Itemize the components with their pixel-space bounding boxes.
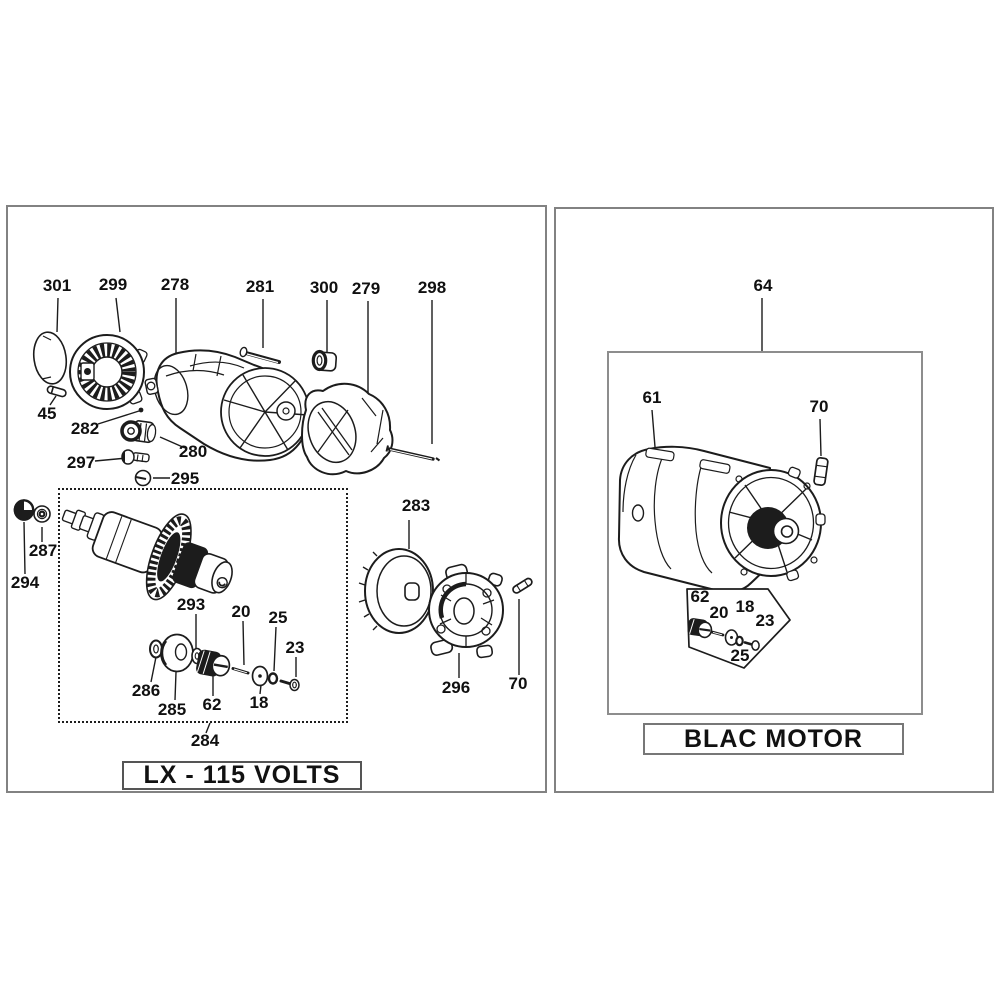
- part-295-disc: [134, 469, 152, 487]
- part-279-field: [301, 382, 394, 476]
- part-20-pin-right: [710, 630, 725, 637]
- part-278-motor-housing: [144, 349, 310, 462]
- motor-assembly-64-box: [607, 351, 923, 715]
- part-285-washer: [160, 633, 194, 673]
- part-301-dust-cover: [32, 331, 68, 385]
- part-287-bearing: [33, 505, 51, 523]
- part-300-bushing: [311, 349, 338, 372]
- left-leader-lines: [23, 297, 520, 734]
- part-62-bearing-right: [687, 618, 713, 639]
- part-70-pin-left: [512, 577, 533, 594]
- part-282-pin: [138, 407, 144, 413]
- part-70-pin-right: [813, 456, 829, 487]
- left-panel-border: [6, 205, 547, 793]
- part-299-end-cap: [69, 334, 148, 410]
- part-283-baffle: [358, 548, 434, 634]
- armature-assembly-284-box: [58, 488, 348, 723]
- detail-inset-outline: [686, 588, 791, 669]
- part-23-screw-left: [279, 678, 300, 692]
- part-20-pin-left: [231, 667, 250, 675]
- part-280-brush-holder: [120, 420, 157, 444]
- left-title-label: LX - 115 VOLTS: [143, 761, 341, 789]
- part-298-screw: [385, 445, 441, 462]
- part-62-bearing-left: [196, 649, 231, 677]
- part-23-screw-right: [743, 640, 760, 651]
- part-61-motor: [617, 445, 826, 594]
- part-294-bearing-cap: [13, 499, 35, 521]
- right-title-box: BLAC MOTOR: [643, 723, 904, 755]
- part-45-screw: [46, 385, 67, 398]
- part-18-washer-left: [251, 665, 269, 687]
- part-281-screw: [239, 346, 281, 364]
- part-25-nut-left: [267, 672, 279, 685]
- part-296-end-housing: [428, 563, 504, 659]
- part-297-screw: [121, 449, 150, 465]
- left-title-box: LX - 115 VOLTS: [122, 761, 362, 790]
- part-25-nut-right: [735, 635, 744, 647]
- right-panel-border: [554, 207, 994, 793]
- part-armature: [61, 509, 233, 601]
- right-title-label: BLAC MOTOR: [684, 724, 863, 753]
